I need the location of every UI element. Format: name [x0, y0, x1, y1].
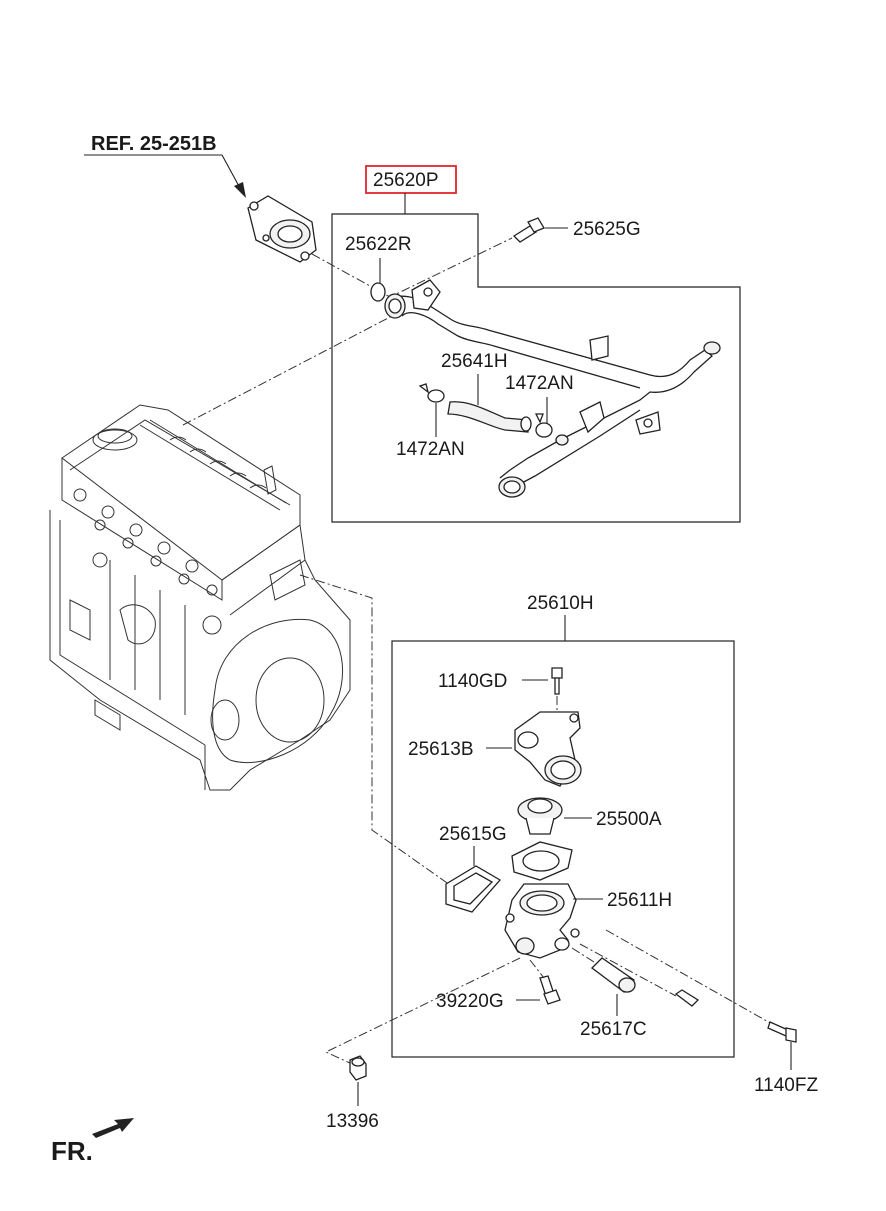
label-25622R[interactable]: 25622R: [345, 234, 412, 255]
front-arrow-icon: [92, 1118, 134, 1138]
label-1140GD[interactable]: 1140GD: [438, 671, 507, 692]
bolt-25625G: [512, 217, 545, 243]
label-25641H[interactable]: 25641H: [441, 351, 508, 372]
ref-label-group: REF. 25-251B: [84, 133, 246, 198]
label-25620P[interactable]: 25620P: [373, 170, 439, 191]
gasket-25615G: [445, 865, 502, 913]
label-39220G[interactable]: 39220G: [436, 991, 504, 1012]
label-25500A[interactable]: 25500A: [596, 809, 662, 830]
thermostat-25500A: [517, 797, 563, 835]
bolt-1140GD: [551, 667, 563, 695]
label-25611H[interactable]: 25611H: [607, 890, 672, 911]
label-13396[interactable]: 13396: [326, 1111, 379, 1132]
front-label: FR.: [51, 1136, 93, 1166]
engine-block-illustration: [49, 404, 351, 791]
clamp-right-1472AN: [534, 413, 553, 438]
sensor-39220G: [539, 975, 561, 1005]
bolt-1140FZ: [767, 1021, 797, 1043]
label-1140FZ[interactable]: 1140FZ: [754, 1075, 818, 1096]
label-25610H[interactable]: 25610H: [527, 593, 594, 614]
hose-25641H: [447, 401, 529, 433]
pipe-25617C: [591, 957, 636, 993]
pipe-assembly-box: [331, 213, 741, 523]
label-25617C[interactable]: 25617C: [580, 1019, 647, 1040]
housing-25611H: [504, 883, 580, 959]
highlight-box: [365, 165, 457, 194]
label-1472AN-right[interactable]: 1472AN: [505, 373, 574, 394]
gasket-housing: [511, 841, 573, 881]
label-25615G[interactable]: 25615G: [439, 824, 507, 845]
nut-13396: [349, 1055, 367, 1081]
o-ring-25622R: [370, 282, 386, 302]
label-25625G[interactable]: 25625G: [573, 219, 641, 240]
fitting-25613B: [514, 711, 582, 787]
ref-arrow-icon: [234, 182, 246, 198]
water-pipe: [384, 279, 721, 498]
label-25613B[interactable]: 25613B: [408, 739, 474, 760]
housing-assembly-box: [391, 640, 735, 1058]
water-pump-flange: [247, 195, 317, 263]
clamp-left-1472AN: [418, 383, 445, 403]
stud-bolt: [674, 989, 700, 1007]
label-1472AN-left[interactable]: 1472AN: [396, 439, 465, 460]
ref-label: REF. 25-251B: [91, 133, 217, 155]
